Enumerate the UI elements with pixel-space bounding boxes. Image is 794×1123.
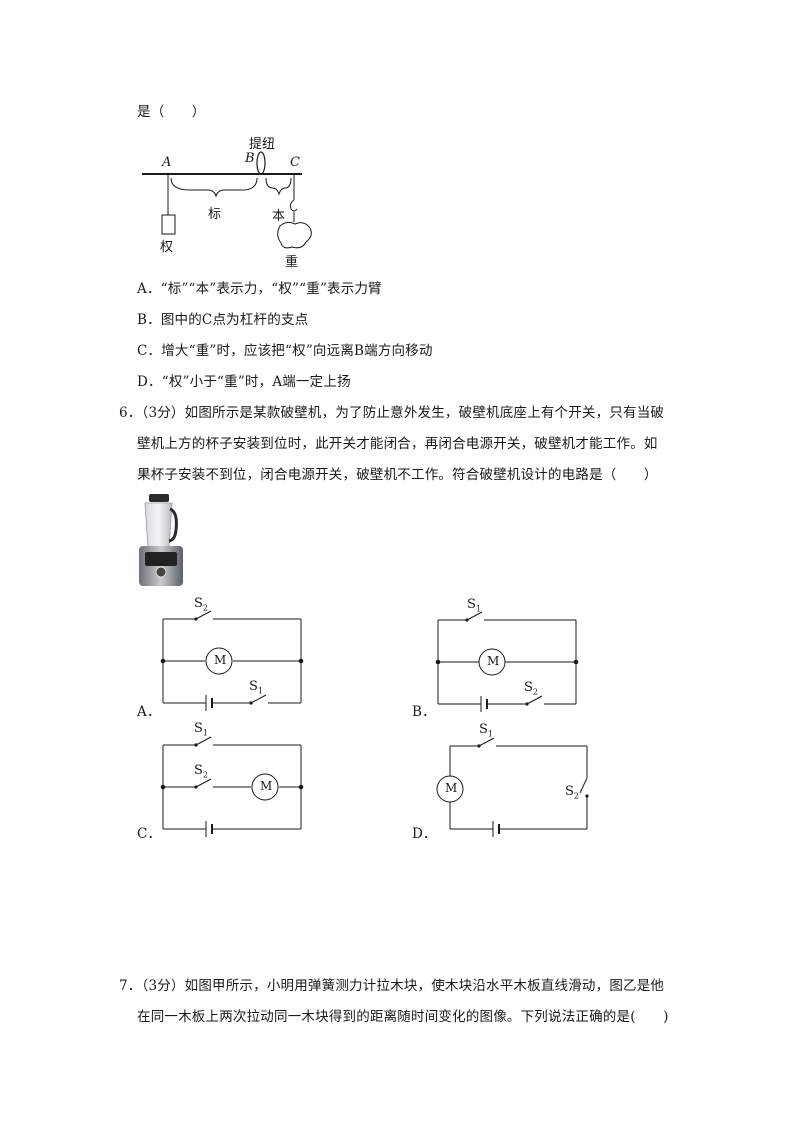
circuit-a-s2-label: S2 [194,596,208,613]
circuit-c-s2-label: S2 [194,763,208,780]
option-b-label[interactable]: B． [412,704,436,720]
q5-option-d: D．“权”小于“重”时，A端一定上扬 [137,374,351,390]
circuit-c-motor-label: M [260,779,273,793]
label-biao: 标 [208,207,222,222]
circuit-c-s1-label: S1 [194,721,208,738]
q6-stem-line-1: 6．（3分）如图所示是某款破壁机，为了防止意外发生，破壁机底座上有个开关，只有当… [119,405,665,421]
label-c: C [290,155,300,170]
label-zhong: 重 [285,255,299,270]
circuit-d-s1-label: S1 [479,722,493,739]
q6-stem-line-3: 果杯子安装不到位，闭合电源开关，破壁机不工作。符合破壁机设计的电路是（ ） [137,467,658,483]
circuit-a-s1-label: S1 [249,679,263,696]
option-a-label[interactable]: A． [137,704,161,720]
circuit-d-s2-label: S2 [565,784,579,801]
option-d-label[interactable]: D． [412,826,437,842]
q5-option-c: C．增大“重”时，应该把“权”向远离B端方向移动 [137,343,433,359]
label-quan: 权 [160,240,174,255]
label-b: B [245,151,255,166]
q7-stem-line-1: 7．（3分）如图甲所示，小明用弹簧测力计拉木块，使木块沿水平木板直线滑动，图乙是… [119,978,665,994]
q5-stem-tail: 是（ ） [137,104,206,120]
circuit-d-motor-label: M [445,781,458,795]
q6-stem-line-2: 壁机上方的杯子安装到位时，此开关才能闭合，再闭合电源开关，破壁机才能工作。如 [137,436,658,452]
q7-stem-line-2: 在同一木板上两次拉动同一木块得到的距离随时间变化的图像。下列说法正确的是( ) [137,1009,669,1025]
q5-option-a: A．“标”“本”表示力，“权”“重”表示力臂 [137,281,382,297]
label-ben: 本 [272,209,286,224]
circuit-b-motor-label: M [487,654,500,668]
circuit-b-s2-label: S2 [524,680,538,697]
circuit-a-motor-label: M [214,653,227,667]
label-tizhu: 提纽 [249,137,276,152]
q5-option-b: B．图中的C点为杠杆的支点 [137,312,309,328]
label-a: A [162,155,172,170]
circuit-b-s1-label: S1 [467,597,481,614]
option-c-label[interactable]: C． [137,826,162,842]
